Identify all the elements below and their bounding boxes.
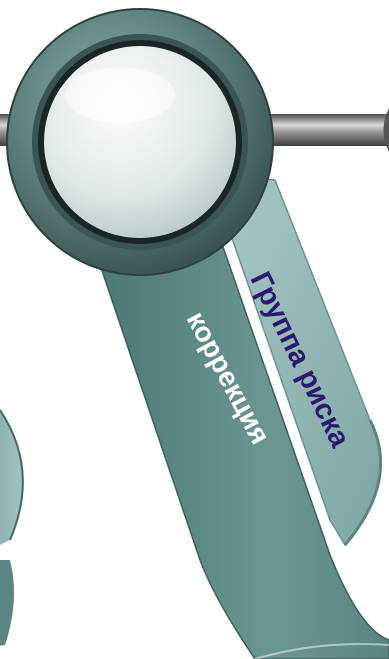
left-partial-tag <box>0 410 23 650</box>
lens-knob <box>7 9 273 275</box>
